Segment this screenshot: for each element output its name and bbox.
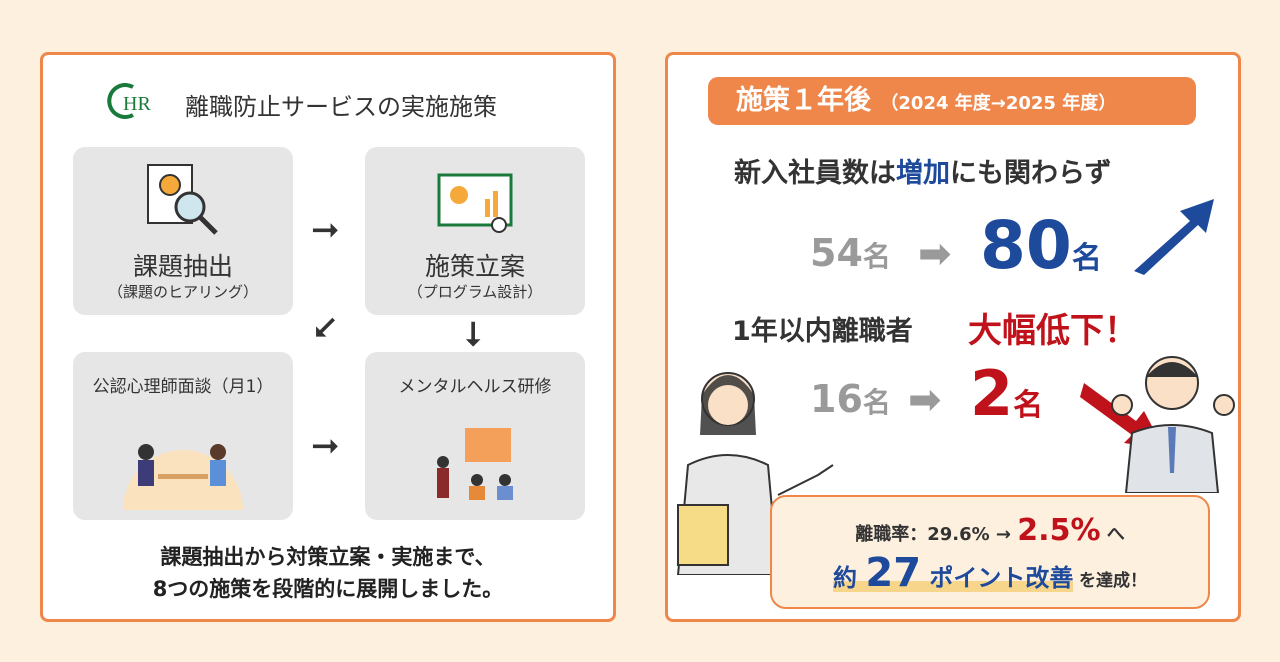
caption-line: 8つの施策を段階的に展開しました。 — [152, 577, 504, 601]
hires-before: 54名 — [810, 231, 891, 275]
measures-panel: HR 離職防止サービスの実施施策 課題抽出 （課題のヒアリング） ➞ 施策立案 … — [40, 52, 616, 622]
arrow-down-left-icon: ➞ — [301, 303, 350, 353]
arrow-right-icon: ➞ — [311, 426, 340, 466]
improvement-line: 約 27 ポイント改善 を達成！ — [833, 550, 1147, 596]
leavers-after: 2名 — [970, 357, 1044, 430]
arrow-right-icon: ➡ — [908, 377, 942, 423]
leavers-before: 16名 — [810, 377, 891, 421]
headline-hires: 新入社員数は増加にも関わらず — [734, 158, 1112, 189]
rate-line: 離職率：29.6% → 2.5% へ — [855, 513, 1125, 548]
chr-logo: HR — [107, 83, 151, 119]
result-banner: 施策１年後 （2024 年度→2025 年度） — [708, 77, 1196, 125]
caption-line: 課題抽出から対策立案・実施まで、 — [160, 545, 496, 569]
step-issue-extraction: 課題抽出 （課題のヒアリング） — [73, 147, 293, 315]
results-panel: 施策１年後 （2024 年度→2025 年度） 新入社員数は増加にも関わらず 5… — [665, 52, 1241, 622]
training-illustration — [437, 428, 513, 500]
arrow-right-icon: ➞ — [311, 210, 340, 250]
step-planning: 施策立案 （プログラム設計） — [365, 147, 585, 315]
step-sub: （課題のヒアリング） — [107, 283, 258, 301]
woman-illustration — [676, 372, 834, 575]
arrow-right-icon: ➡ — [918, 231, 952, 277]
step-label: 施策立案 — [424, 252, 525, 281]
arrow-down-icon: ➞ — [453, 319, 494, 349]
result-callout: 離職率：29.6% → 2.5% へ 約 27 ポイント改善 を達成！ — [770, 495, 1210, 609]
banner-title: 施策１年後 — [736, 85, 871, 116]
man-illustration — [1111, 356, 1235, 493]
svg-text:HR: HR — [123, 93, 151, 115]
presentation-board-icon — [437, 173, 513, 233]
panel-title: 離職防止サービスの実施施策 — [185, 93, 497, 121]
counseling-illustration — [123, 444, 243, 510]
step-label: 公認心理師面談（月1） — [92, 377, 274, 397]
step-mental-health-training: メンタルヘルス研修 — [365, 352, 585, 520]
document-search-icon — [147, 164, 218, 235]
trend-up-arrow-icon — [1134, 199, 1214, 275]
hires-after: 80名 — [980, 207, 1102, 284]
headline-decrease: 大幅低下！ — [968, 311, 1138, 351]
headline-leavers: 1年以内離職者 — [732, 316, 913, 347]
summary-caption: 課題抽出から対策立案・実施まで、 8つの施策を段階的に展開しました。 — [43, 541, 613, 605]
step-label: メンタルヘルス研修 — [398, 377, 552, 397]
step-label: 課題抽出 — [132, 252, 233, 281]
step-sub: （プログラム設計） — [407, 283, 543, 301]
banner-period: （2024 年度→2025 年度） — [880, 93, 1117, 114]
step-counseling: 公認心理師面談（月1） — [73, 352, 293, 520]
